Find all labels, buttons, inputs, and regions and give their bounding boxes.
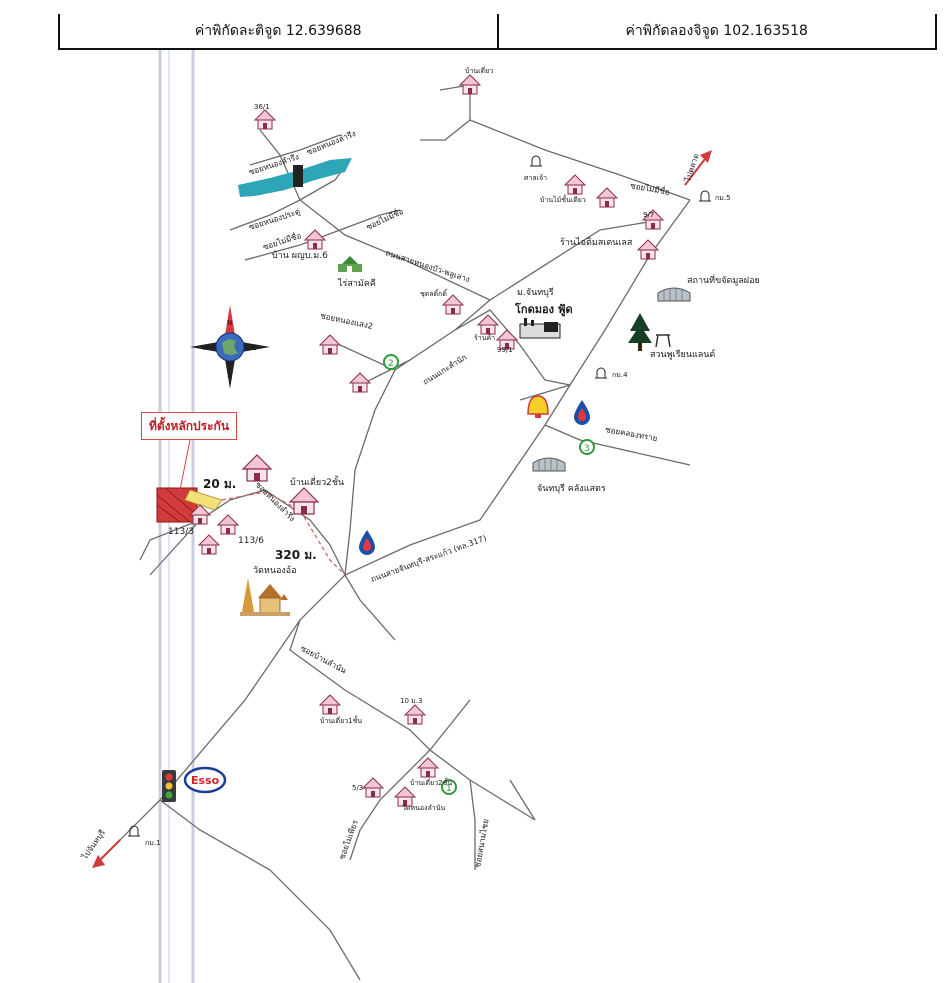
collateral-location-callout: ที่ตั้งหลักประกัน (141, 412, 237, 440)
shop-label: ร้านไอติมสเตนเลส (560, 237, 633, 248)
svg-text:3: 3 (584, 444, 590, 454)
soi-top-label: ซอยหนองลำรึง (305, 129, 357, 157)
soi-left-bottom-label: ซอยไม่มีชื่อ (630, 179, 671, 197)
compass-n: N (227, 319, 232, 327)
house-9-7-label: 9/7 (643, 211, 654, 219)
distance-road: 320 ม. (275, 548, 317, 562)
wat-small-label: วัดหนองลำนัน (402, 804, 446, 812)
soi-nongkrasae-label: ซอยหนองแสง2 (320, 311, 374, 331)
temple-icon (240, 578, 290, 616)
km-marker-icon (594, 367, 608, 379)
farm-icon (338, 256, 362, 272)
bridge (293, 165, 303, 187)
road-317-label: ถนนสายจันทบุรี-สระแก้ว (ทล.317) (370, 534, 488, 584)
km-marker-icon (127, 825, 141, 837)
compass-rose: N S W E (190, 305, 270, 389)
esso-icon: Esso (183, 766, 227, 794)
svg-text:1: 1 (446, 784, 452, 794)
factory-icon (519, 318, 561, 339)
house-99-label: 99/1 (497, 346, 513, 354)
route-marker-2[interactable]: 2 (383, 354, 399, 370)
ban-deaw-2-label: บ้านเดี่ยว2ชั้น (410, 776, 452, 787)
distance-front: 20 ม. (203, 477, 236, 491)
shrine-label: ศาลเจ้า (524, 174, 547, 182)
soi-near-map-label: ซอยไม่มีชื่อ (261, 229, 302, 252)
house-36-label: 36/1 (254, 103, 270, 111)
wat-label: วัดหนองอ้อ (253, 565, 297, 576)
m-chanthaburi-label: ม.จันทบุรี (517, 287, 554, 298)
latitude-label: ค่าพิกัดละติจูด 12.639688 (194, 23, 362, 39)
svg-text:2: 2 (388, 359, 394, 369)
soi-khlong-sai-label: ซอยคลองทราย (605, 425, 658, 443)
road-nongbua-label: ถนนสายหนองบัว-พลูเล่าง (384, 248, 471, 285)
compass-e: E (252, 344, 256, 352)
house-10-label: 10 ม.3 (400, 697, 422, 705)
soi-sanamchai-label: ซอยสนามไชย (473, 818, 490, 868)
house-113-6-label: 113/6 (238, 536, 264, 546)
coordinates-header: ค่าพิกัดละติจูด 12.639688 ค่าพิกัดลองจิจ… (58, 14, 937, 50)
compass-w: W (202, 344, 209, 352)
esso-label: Esso (191, 774, 220, 787)
km4-label: กม.4 (612, 371, 628, 379)
soi-ban-lamnan-label: ซอยบ้านลำนัน (299, 644, 348, 676)
ban-upper-label: ชุดลดิ์กดิ์ (420, 288, 448, 298)
road-317 (94, 199, 691, 866)
ban-deaw-1-label: บ้านเดี่ยว1ชั้น (320, 714, 362, 725)
shell-icon (527, 395, 549, 418)
landfill-label: สถานที่ขจัดมูลฝอย (687, 273, 760, 286)
warehouse-label: จันทบุรี คลังแสตร (537, 483, 606, 494)
collateral-site[interactable] (156, 487, 223, 523)
arrow-down-left-icon (92, 839, 121, 868)
landfill-warehouse (657, 287, 691, 302)
rai-samakkhi-label: ไร่สามัคคี (337, 278, 376, 289)
km5-label: กม.5 (715, 194, 731, 202)
ban-phuyai-label: บ้าน ผญบ.ม.6 (272, 250, 328, 261)
arrow-up-right-icon (684, 150, 712, 186)
ban-top-label: บ้านเดี่ยว (465, 66, 493, 75)
ptt-station-icon (574, 400, 590, 425)
factory-label: โกดมอง ฟู้ด (514, 302, 573, 317)
traffic-light-icon (162, 770, 176, 802)
road-kanang-label: ถนนแกะสำนัก (421, 353, 468, 387)
km-marker-icon (698, 190, 712, 202)
suan-label: สวนพูเรียนแลนด์ (650, 348, 715, 360)
shop-small-label: ร้านค้า (474, 334, 495, 342)
km1-label: กม.1 (145, 839, 161, 847)
shrine-icon (529, 155, 543, 167)
ban-nai-label: บ้านไม้ชั้นเดียว (540, 193, 586, 204)
access-route (221, 491, 346, 576)
house-5-label: 5/3 (352, 784, 363, 792)
route-marker-3[interactable]: 3 (579, 439, 595, 455)
ban-khao-label: บ้านเดี่ยว2ชั้น (290, 475, 344, 488)
house-113-3-label: 113/3 (168, 527, 194, 537)
tree-icon (628, 313, 671, 351)
ptt-station-icon (359, 530, 375, 555)
soi-nongpradu-label: ซอยหนองประดู่ (248, 207, 302, 233)
compass-s: S (227, 371, 232, 379)
route-marker-1[interactable]: 1 (441, 779, 457, 795)
longitude-label: ค่าพิกัดลองจิจูด 102.163518 (496, 14, 936, 48)
chanthaburi-warehouse (532, 457, 566, 472)
